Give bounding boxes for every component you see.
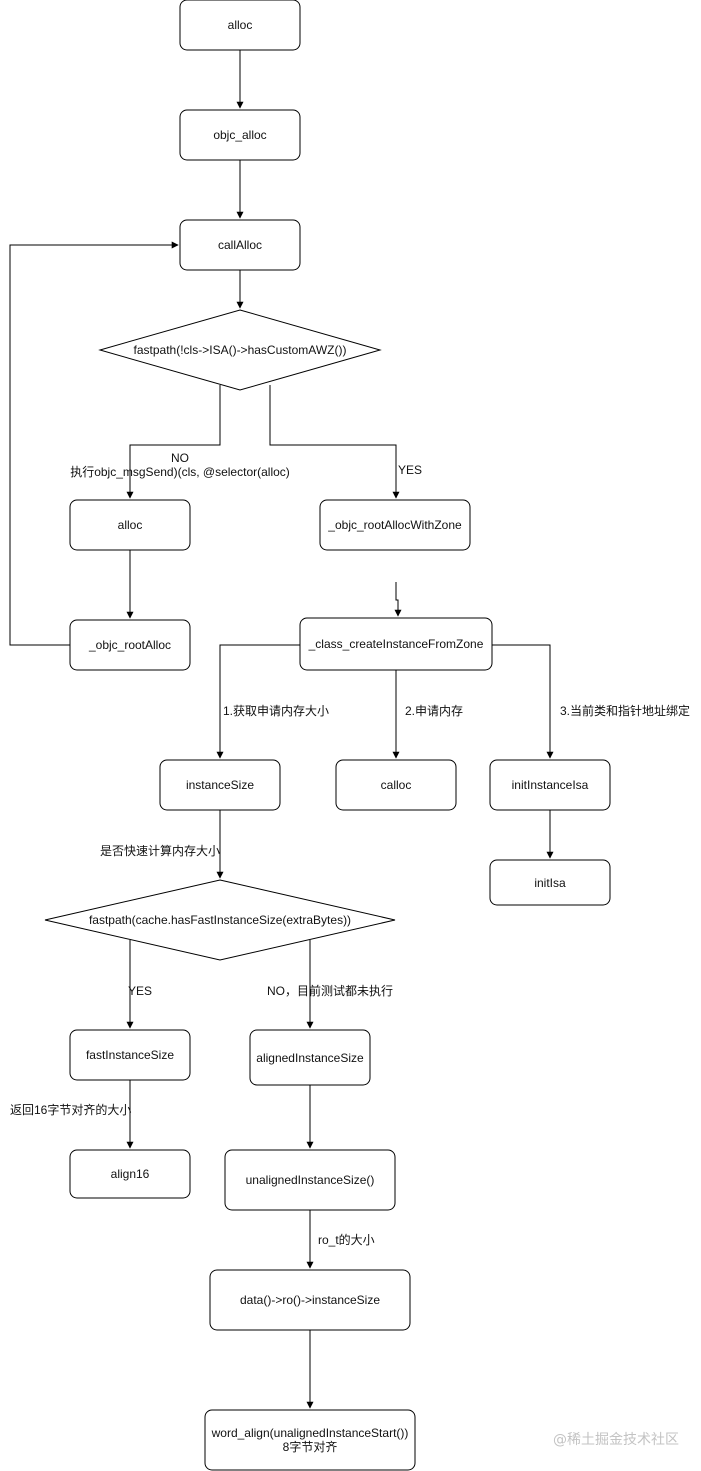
- label-return-16: 返回16字节对齐的大小: [10, 1102, 131, 1117]
- edge-decision-no: [126, 385, 221, 499]
- label-no-fast: NO，目前测试都未执行: [267, 983, 393, 998]
- edge-labels: NO 执行objc_msgSend)(cls, @selector(alloc)…: [10, 451, 690, 1247]
- label-step1: 1.获取申请内存大小: [223, 704, 329, 718]
- node-class-createinstancefromzone: [299, 617, 493, 671]
- node-fastinstancesize: [69, 1029, 191, 1081]
- text-objc-rootalloc: _objc_rootAlloc: [88, 638, 171, 652]
- text-decision-awz: fastpath(!cls->ISA()->hasCustomAWZ()): [134, 343, 347, 357]
- edge-rootalloc-loop-back: [9, 241, 179, 646]
- text-callalloc: callAlloc: [218, 238, 262, 252]
- node-calloc: [335, 759, 457, 811]
- node-decision-awz: [98, 309, 382, 391]
- text-initisa: initIsa: [534, 876, 566, 890]
- text-word-align-line2: 8字节对齐: [283, 1439, 338, 1454]
- watermark: @稀土掘金技术社区: [553, 1432, 679, 1448]
- node-decision-fast-size: [44, 879, 396, 961]
- label-yes-fast: YES: [128, 984, 152, 998]
- node-objc-rootallocwithzone: [319, 499, 471, 551]
- text-initinstanceisa: initInstanceIsa: [512, 778, 589, 792]
- text-alloc-top: alloc: [228, 18, 253, 32]
- text-objc-alloc: objc_alloc: [213, 128, 266, 142]
- text-instancesize: instanceSize: [186, 778, 254, 792]
- node-initinstanceisa: [489, 759, 611, 811]
- text-data-ro-instancesize: data()->ro()->instanceSize: [240, 1293, 380, 1307]
- node-word-align: [204, 1409, 416, 1471]
- node-alignedinstancesize: [249, 1029, 371, 1086]
- node-initisa: [489, 859, 611, 906]
- node-callalloc: [179, 219, 301, 271]
- edge-create-to-instancesize: [216, 644, 300, 759]
- label-is-fast-calc: 是否快速计算内存大小: [100, 843, 220, 858]
- text-align16: align16: [111, 1167, 150, 1181]
- label-step3: 3.当前类和指针地址绑定: [560, 703, 690, 718]
- label-step2: 2.申请内存: [405, 704, 463, 718]
- label-yes-awz: YES: [398, 463, 422, 477]
- edge-withzone-to-createinstance: [394, 582, 402, 617]
- node-alloc-top: [179, 0, 301, 51]
- edges: [9, 50, 554, 1409]
- text-decision-fast-size: fastpath(cache.hasFastInstanceSize(extra…: [89, 913, 351, 927]
- text-word-align-line1: word_align(unalignedInstanceStart()): [211, 1426, 409, 1440]
- text-fastinstancesize: fastInstanceSize: [86, 1048, 174, 1062]
- label-no: NO: [171, 451, 189, 465]
- node-align16: [69, 1149, 191, 1199]
- text-alignedinstancesize: alignedInstanceSize: [256, 1051, 364, 1065]
- text-alloc-left: alloc: [118, 518, 143, 532]
- node-unalignedinstancesize: [224, 1149, 396, 1211]
- node-objc-alloc: [179, 109, 301, 161]
- node-alloc-left: [69, 499, 191, 551]
- text-calloc: calloc: [381, 778, 412, 792]
- label-ro-t-size: ro_t的大小: [318, 1232, 375, 1247]
- edge-create-to-initinstanceisa: [492, 644, 554, 759]
- nodes: [44, 0, 611, 1471]
- label-no-msgsend: 执行objc_msgSend)(cls, @selector(alloc): [70, 465, 290, 479]
- node-data-ro-instancesize: [209, 1269, 411, 1331]
- text-objc-rootallocwithzone: _objc_rootAllocWithZone: [327, 518, 462, 532]
- node-objc-rootalloc: [69, 619, 191, 671]
- node-labels: alloc objc_alloc callAlloc fastpath(!cls…: [86, 18, 589, 1454]
- text-class-createinstancefromzone: _class_createInstanceFromZone: [308, 637, 484, 651]
- edge-decision-yes: [269, 385, 400, 499]
- node-instancesize: [159, 759, 281, 811]
- text-unalignedinstancesize: unalignedInstanceSize(): [246, 1173, 375, 1187]
